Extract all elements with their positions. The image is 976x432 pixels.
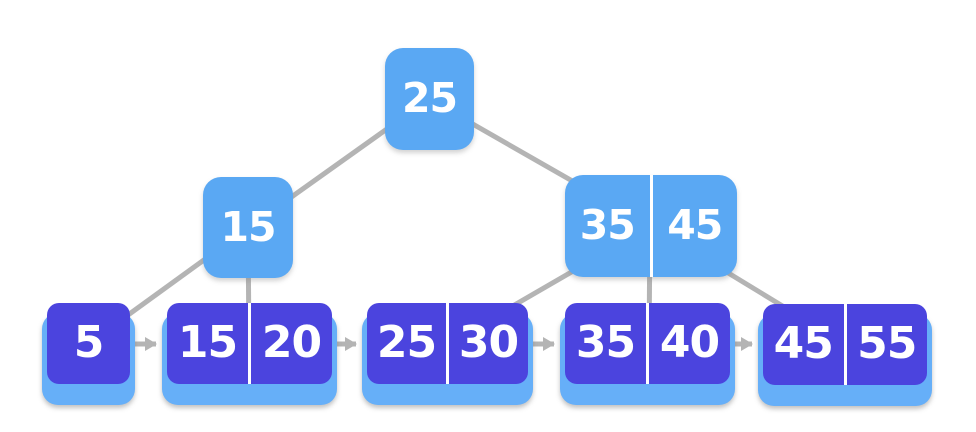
key-value: 20 <box>248 303 332 384</box>
node-card: 35 40 <box>565 303 730 384</box>
leaf-node-5: 5 <box>42 303 135 405</box>
node-card: 45 55 <box>763 304 927 385</box>
key-value: 45 <box>773 318 834 369</box>
key-value: 15 <box>220 202 276 251</box>
leaf-node-35-40: 35 40 <box>560 303 735 405</box>
internal-node-35-45: 35 45 <box>565 175 737 277</box>
key-value: 30 <box>446 303 528 384</box>
leaf-node-15-20: 15 20 <box>162 303 337 405</box>
key-value: 25 <box>401 74 458 122</box>
node-card: 15 20 <box>167 303 332 384</box>
key-value: 45 <box>649 175 738 277</box>
leaf-node-45-55: 45 55 <box>758 304 932 406</box>
key-value: 35 <box>575 317 636 368</box>
key-value: 40 <box>646 303 730 384</box>
key-value: 55 <box>843 304 928 385</box>
leaf-node-25-30: 25 30 <box>362 303 533 405</box>
key-value: 15 <box>177 317 238 368</box>
root-node: 25 <box>385 48 474 150</box>
node-card: 5 <box>47 303 130 384</box>
node-card: 25 30 <box>367 303 528 384</box>
key-value: 35 <box>579 201 636 249</box>
key-value: 5 <box>73 317 105 368</box>
key-value: 25 <box>376 317 437 368</box>
internal-node-15: 15 <box>203 177 293 278</box>
